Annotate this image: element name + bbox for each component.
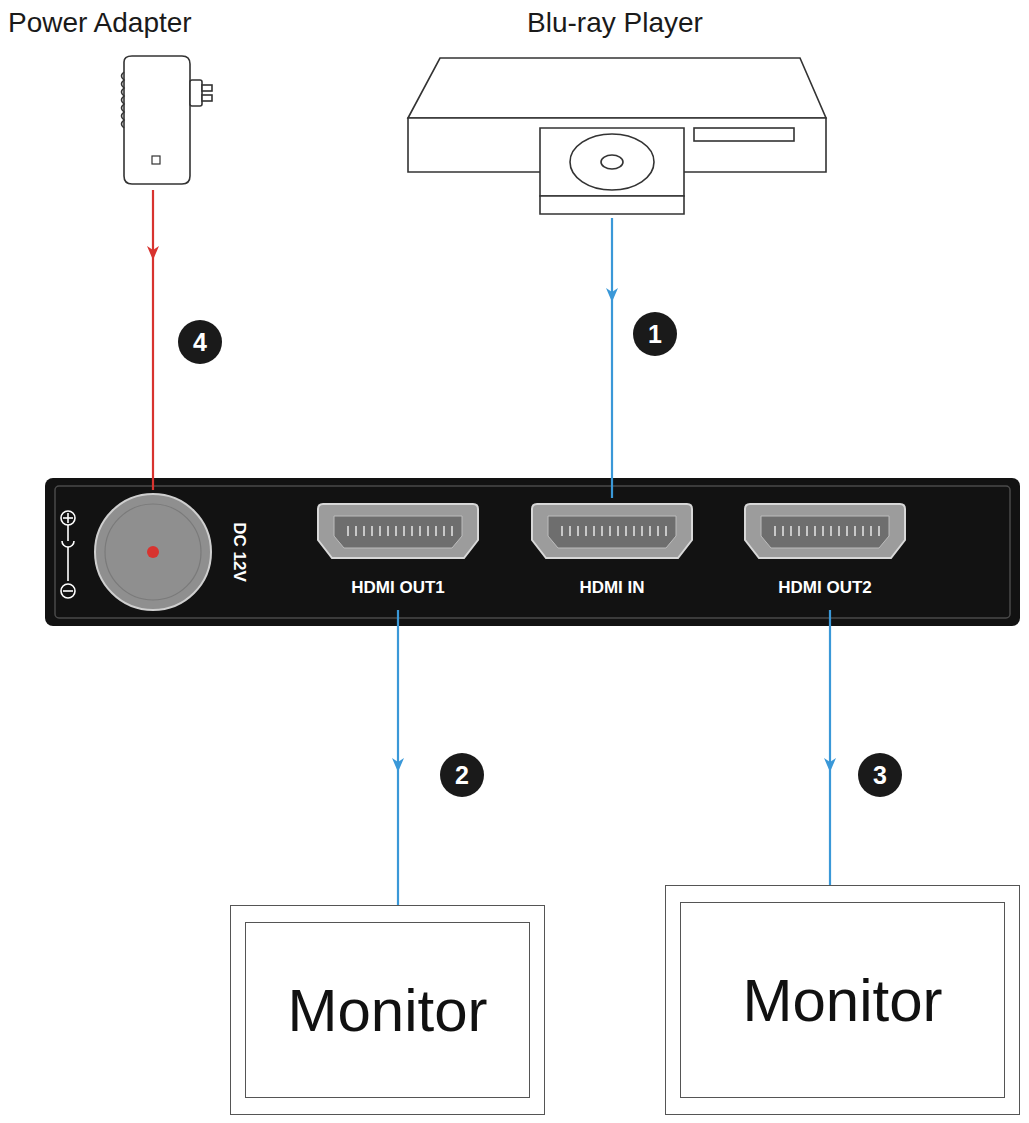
panel-edge <box>55 486 1010 618</box>
device-label: Power Adapter <box>5 6 192 40</box>
callout-number: 3 <box>858 753 902 797</box>
monitor-label: Monitor <box>742 966 942 1035</box>
callout-number: 4 <box>178 320 222 364</box>
device-label: Blu-ray Player <box>527 6 703 40</box>
hdmi-port-icon <box>735 498 915 568</box>
hdmi-port-icon <box>522 498 702 568</box>
port-label: HDMI OUT1 <box>351 578 445 598</box>
player-node: Blu-ray Player <box>395 6 835 218</box>
jack-node: DC 12V <box>86 490 264 615</box>
callout-number: 2 <box>440 753 484 797</box>
connector <box>829 610 831 885</box>
port-label: DC 12V <box>229 522 249 582</box>
port-node: HDMI OUT1 <box>308 498 488 610</box>
polarity-symbol <box>61 511 75 598</box>
monitor-label: Monitor <box>287 976 487 1045</box>
port-node: HDMI IN <box>522 498 702 610</box>
connector <box>152 190 154 490</box>
monitor-node: Monitor <box>665 885 1020 1115</box>
connector <box>611 218 613 498</box>
port-node: HDMI OUT2 <box>735 498 915 610</box>
callout-number: 1 <box>633 312 677 356</box>
hdmi-port-icon <box>308 498 488 568</box>
panel-body <box>45 478 1020 626</box>
connector <box>397 610 399 905</box>
port-label: HDMI IN <box>579 578 644 598</box>
monitor-node: Monitor <box>230 905 545 1115</box>
adapter-node: Power Adapter <box>5 6 275 190</box>
port-label: HDMI OUT2 <box>778 578 872 598</box>
